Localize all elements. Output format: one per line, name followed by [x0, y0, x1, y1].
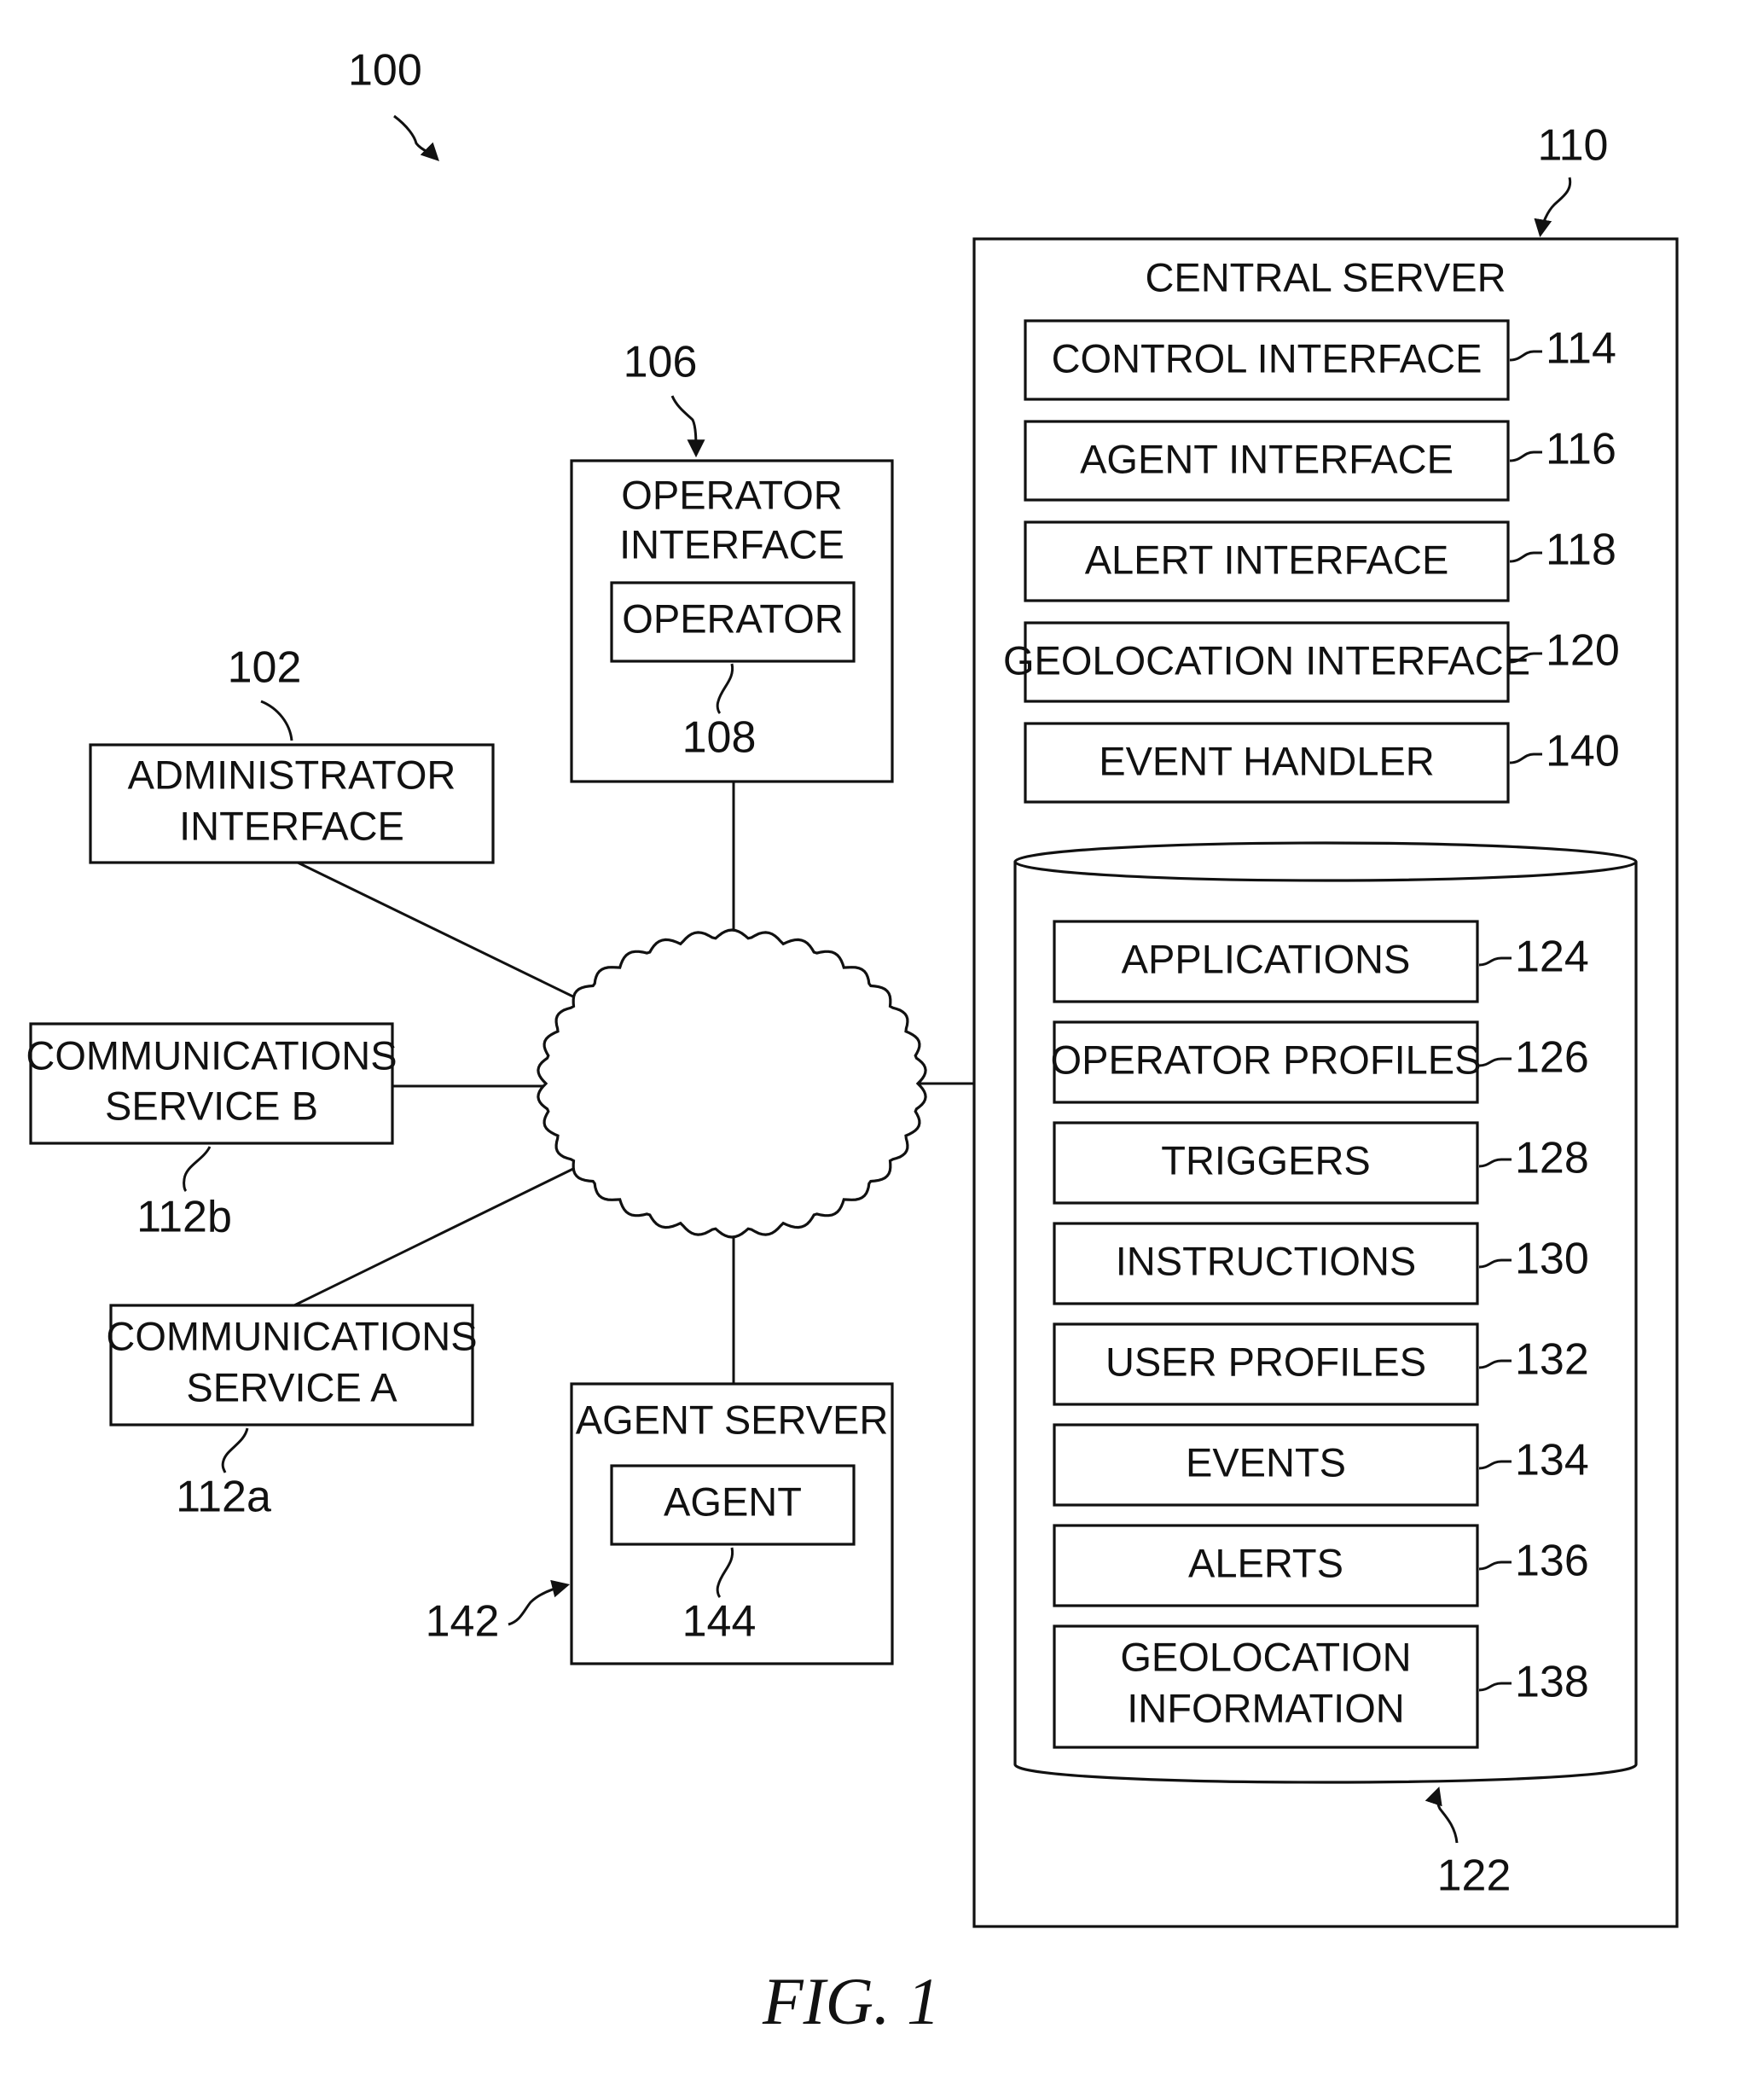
agent-label: AGENT [664, 1479, 802, 1524]
link-service-a [294, 1167, 577, 1305]
central-server-ref: 110 [1538, 121, 1609, 171]
central-server-leader [1541, 177, 1570, 234]
database-item-label: TRIGGERS [1161, 1137, 1370, 1183]
database-ref: 122 [1437, 1851, 1512, 1901]
system-ref-leader [394, 116, 437, 159]
administrator-interface-line2: INTERFACE [179, 803, 404, 848]
administrator-interface-leader [261, 701, 292, 741]
database-item-ref: 132 [1515, 1335, 1589, 1385]
database-item-label: EVENTS [1186, 1439, 1346, 1485]
communications-service-b-line2: SERVICE B [105, 1083, 318, 1128]
database-item-ref: 126 [1515, 1033, 1589, 1083]
central-server: CENTRAL SERVER 110 CONTROL INTERFACE 114A… [974, 121, 1677, 1926]
database-cylinder-top [1015, 843, 1636, 880]
interface-label: AGENT INTERFACE [1080, 436, 1454, 481]
database-item-ref: 136 [1515, 1537, 1589, 1586]
link-administrator [296, 862, 580, 1000]
agent-server-title: AGENT SERVER [576, 1397, 889, 1442]
database-item-label: ALERTS [1188, 1540, 1343, 1585]
administrator-interface-line1: ADMINISTRATOR [128, 752, 456, 797]
operator-interface-leader [672, 396, 696, 454]
operator-label: OPERATOR [622, 596, 843, 641]
system-ref: 100 [348, 46, 422, 96]
database-item-label: USER PROFILES [1105, 1339, 1426, 1384]
administrator-interface: ADMINISTRATOR INTERFACE 102 [90, 643, 493, 863]
operator-interface-line1: OPERATOR [621, 472, 842, 517]
interface-ref: 120 [1546, 626, 1620, 676]
interface-ref: 140 [1546, 727, 1620, 776]
database-item-label: OPERATOR PROFILES [1051, 1037, 1482, 1082]
interface-label: EVENT HANDLER [1099, 738, 1435, 783]
communications-service-a: COMMUNICATIONS SERVICE A 112a [106, 1305, 477, 1522]
database-item-ref: 128 [1515, 1134, 1589, 1183]
interface-ref: 116 [1546, 425, 1616, 474]
database-item-label: INSTRUCTIONS [1116, 1238, 1417, 1283]
database-item-ref: 130 [1515, 1235, 1589, 1284]
operator-interface-ref: 106 [624, 338, 698, 387]
database-item-ref: 134 [1515, 1436, 1589, 1485]
communications-service-b-leader [184, 1147, 210, 1191]
communications-service-a-ref: 112a [176, 1473, 271, 1522]
interface-label: GEOLOCATION INTERFACE [1003, 637, 1530, 683]
administrator-interface-ref: 102 [228, 643, 302, 693]
central-server-title: CENTRAL SERVER [1145, 254, 1506, 299]
communications-service-b-line1: COMMUNICATIONS [26, 1032, 397, 1078]
operator-interface-line2: INTERFACE [619, 521, 844, 567]
communications-service-b-ref: 112b [136, 1193, 232, 1242]
communications-service-a-leader [223, 1428, 247, 1473]
figure-caption: FIG. 1 [762, 1964, 940, 2038]
interface-ref: 118 [1546, 526, 1616, 575]
database-item-label: GEOLOCATION [1120, 1634, 1411, 1679]
operator-ref: 108 [682, 713, 757, 763]
database-item-label-line2: INFORMATION [1127, 1685, 1405, 1730]
operator-interface: OPERATOR INTERFACE OPERATOR 108 106 [572, 338, 892, 782]
agent-server: AGENT SERVER AGENT 144 142 [426, 1384, 892, 1664]
interface-label: CONTROL INTERFACE [1052, 335, 1483, 381]
interface-label: ALERT INTERFACE [1085, 537, 1449, 582]
database-item-ref: 138 [1515, 1658, 1589, 1707]
agent-server-leader [508, 1585, 566, 1624]
database-item-ref: 124 [1515, 933, 1589, 982]
database-item-label: APPLICATIONS [1122, 936, 1411, 981]
interface-ref: 114 [1546, 324, 1616, 374]
agent-ref: 144 [682, 1597, 757, 1647]
network-cloud-icon [538, 930, 926, 1237]
agent-server-ref: 142 [426, 1597, 500, 1647]
communications-service-b: COMMUNICATIONS SERVICE B 112b [26, 1024, 397, 1242]
communications-service-a-line2: SERVICE A [186, 1364, 397, 1409]
communications-service-a-line1: COMMUNICATIONS [106, 1313, 477, 1358]
